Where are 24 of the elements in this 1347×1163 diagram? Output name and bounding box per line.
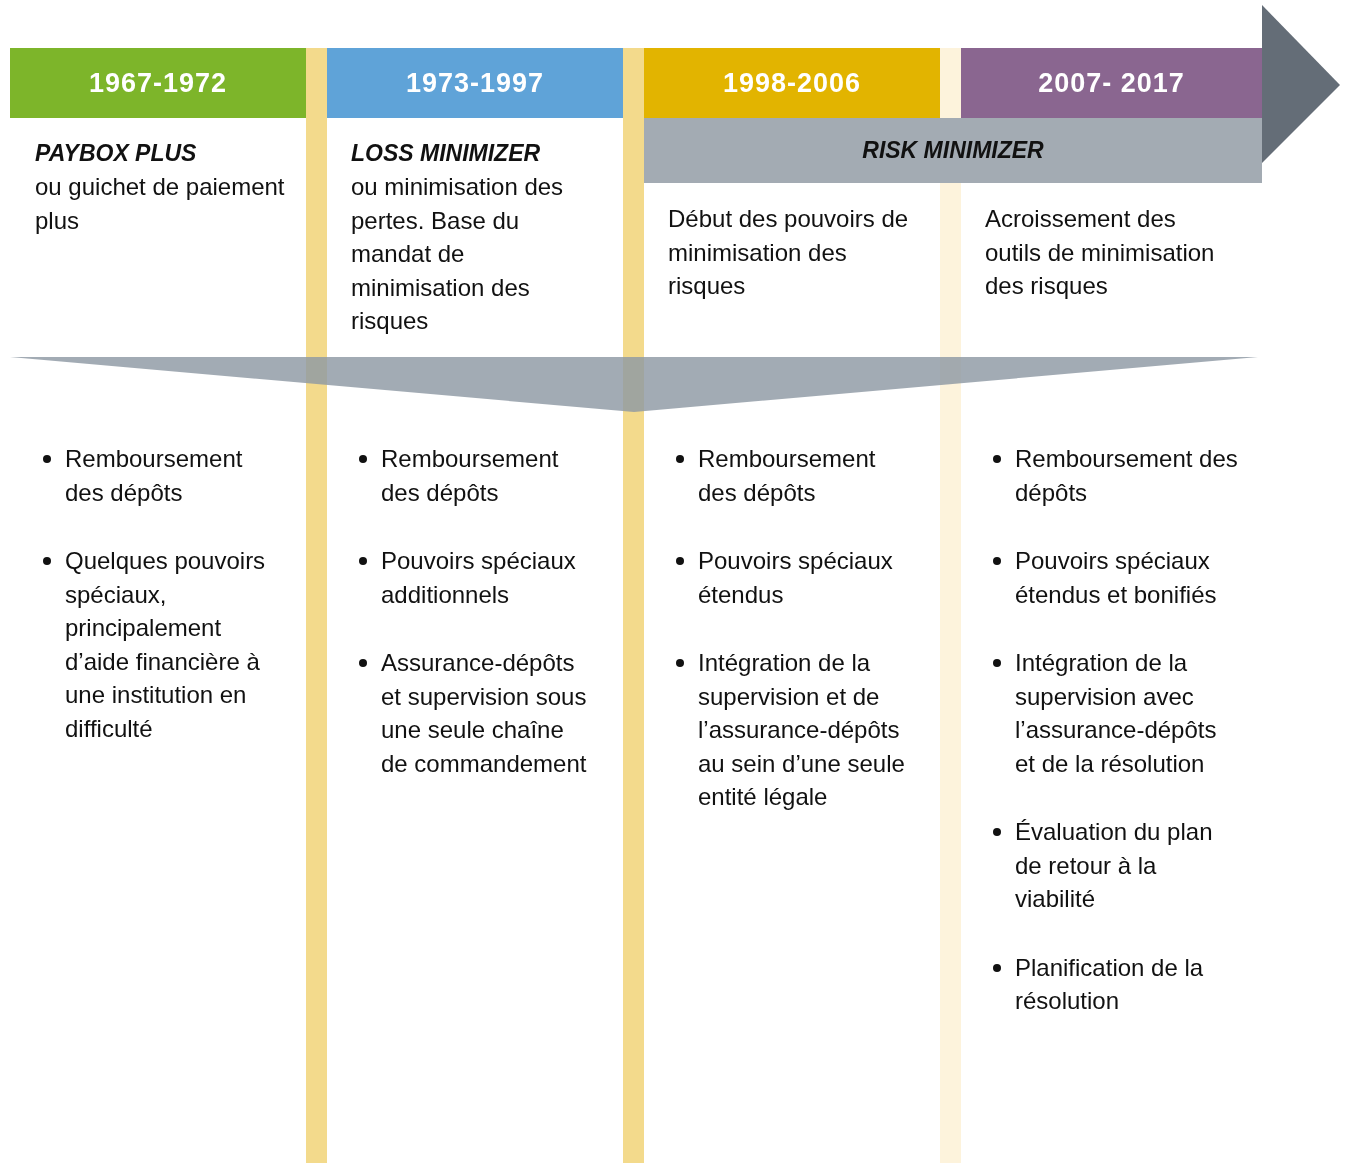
bullet-item: Quelques pouvoirs spéciaux, principalement d’aide financière à une institution en difficulté: [39, 544, 279, 745]
bullet-item: Pouvoirs spéciaux étendus et bonifiés: [989, 544, 1239, 611]
period-header: 1973-1997: [327, 48, 623, 118]
phase-description: Acroissement des outils de minimisation des risques: [985, 204, 1216, 301]
phase-name: PAYBOX PLUS: [35, 139, 198, 168]
period-header: 2007- 2017: [961, 48, 1262, 118]
phase-name: LOSS MINIMIZER: [351, 139, 542, 168]
period-header: 1998-2006: [644, 48, 940, 118]
bullet-item: Remboursement des dépôts: [39, 442, 279, 509]
phase-description: Début des pouvoirs de minimisation des risques: [668, 204, 910, 301]
bullet-item: Assurance-dépôts et supervision sous une seule chaîne de commandement: [355, 646, 595, 780]
phase-band: RISK MINIMIZER: [644, 118, 1262, 183]
bullet-item: Intégration de la supervision avec l’assurance-dépôts et de la résolution: [989, 646, 1239, 780]
bullet-item: Remboursement des dépôts: [355, 442, 595, 509]
bullet-item: Intégration de la supervision et de l’assurance-dépôts au sein d’une seule entité légale: [672, 646, 912, 814]
bullet-item: Remboursement des dépôts: [989, 442, 1239, 509]
period-header: 1967-1972: [10, 48, 306, 118]
phase-description: ou guichet de paiement plus: [35, 172, 285, 236]
bullet-item: Pouvoirs spéciaux additionnels: [355, 544, 595, 611]
bullet-item: Évaluation du plan de retour à la viabilité: [989, 815, 1239, 916]
phase-description: ou minimisation des pertes. Base du mandat de minimisation des risques: [351, 172, 565, 336]
bullet-item: Remboursement des dépôts: [672, 442, 912, 509]
bullet-item: Planification de la résolution: [989, 950, 1239, 1018]
bullet-item: Pouvoirs spéciaux étendus: [672, 544, 912, 611]
